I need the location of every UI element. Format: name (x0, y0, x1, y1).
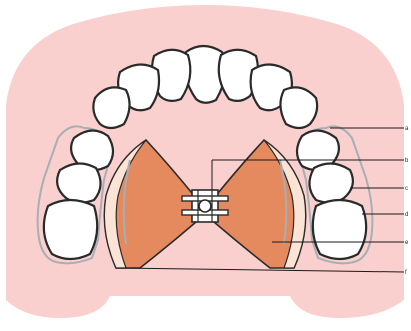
tooth-lateral (93, 87, 129, 128)
tooth-premolar (57, 163, 100, 202)
callout-label-b: b (405, 158, 409, 164)
callout-label-a: a (405, 126, 409, 132)
callout-label-c: c (405, 186, 408, 192)
tooth-molar (313, 200, 366, 259)
tooth-lateral (280, 87, 317, 128)
tooth-premolar (309, 163, 352, 202)
callout-label-d: d (405, 212, 408, 218)
callout-label-f: f (405, 270, 407, 276)
tooth-molar (44, 200, 97, 259)
callout-label-e: e (405, 240, 409, 246)
screw-key-hole (199, 200, 211, 212)
callout-labels: a b c d e f (405, 126, 409, 276)
